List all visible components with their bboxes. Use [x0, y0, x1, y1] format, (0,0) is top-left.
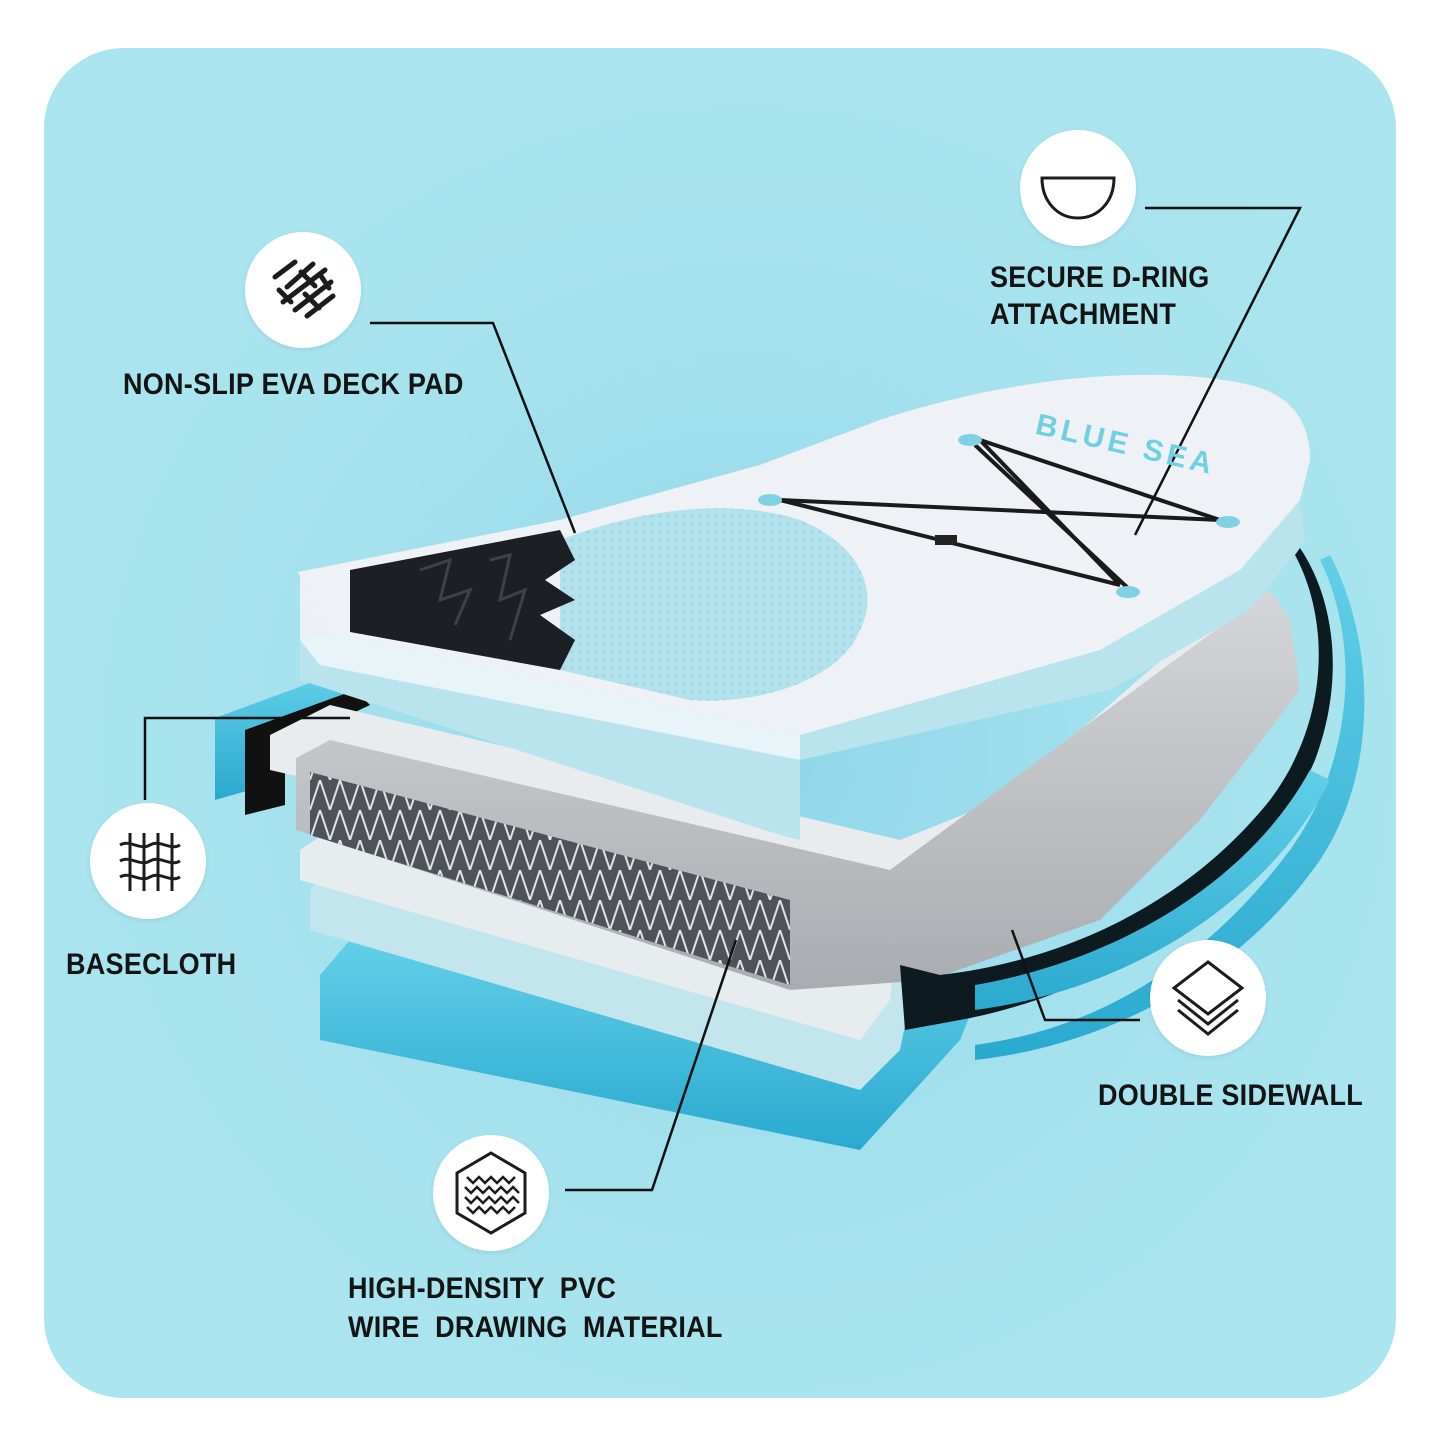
callout-lines	[143, 206, 1303, 1192]
woven-fabric-icon	[119, 833, 181, 891]
drop-stitch-core	[296, 590, 1300, 990]
pvc-icon-circle	[433, 1135, 549, 1251]
basecloth-icon-circle	[90, 803, 206, 919]
d-ring-mounts	[758, 434, 1240, 598]
mesh-texture-icon	[272, 259, 336, 319]
sidewall-label: DOUBLE SIDEWALL	[1098, 1079, 1364, 1112]
pvc-label-line-2: WIRE DRAWING MATERIAL	[348, 1311, 723, 1344]
sidewall-icon-circle	[1150, 940, 1266, 1056]
d-ring-label-line-2: ATTACHMENT	[990, 298, 1177, 331]
d-ring-icon	[1040, 176, 1116, 220]
left-sidewall	[215, 672, 370, 815]
lower-pvc-sheet	[300, 830, 920, 1090]
right-sidewall	[900, 548, 1365, 1060]
bungee-cords	[779, 438, 1221, 592]
hexagon-wave-icon	[455, 1151, 527, 1235]
basecloth-label: BASECLOTH	[66, 948, 237, 981]
d-ring-label-line-1: SECURE D-RING	[990, 261, 1210, 294]
deck-pad-label: NON-SLIP EVA DECK PAD	[123, 368, 464, 401]
cord-buckle	[935, 535, 957, 545]
d-ring-icon-circle	[1020, 130, 1136, 246]
deck-pad-icon-circle	[245, 232, 361, 348]
eva-deck-pad	[350, 508, 868, 701]
bottom-teal-layer	[320, 940, 980, 1150]
stacked-layers-icon	[1171, 960, 1245, 1036]
pvc-label-line-1: HIGH-DENSITY PVC	[348, 1272, 617, 1305]
